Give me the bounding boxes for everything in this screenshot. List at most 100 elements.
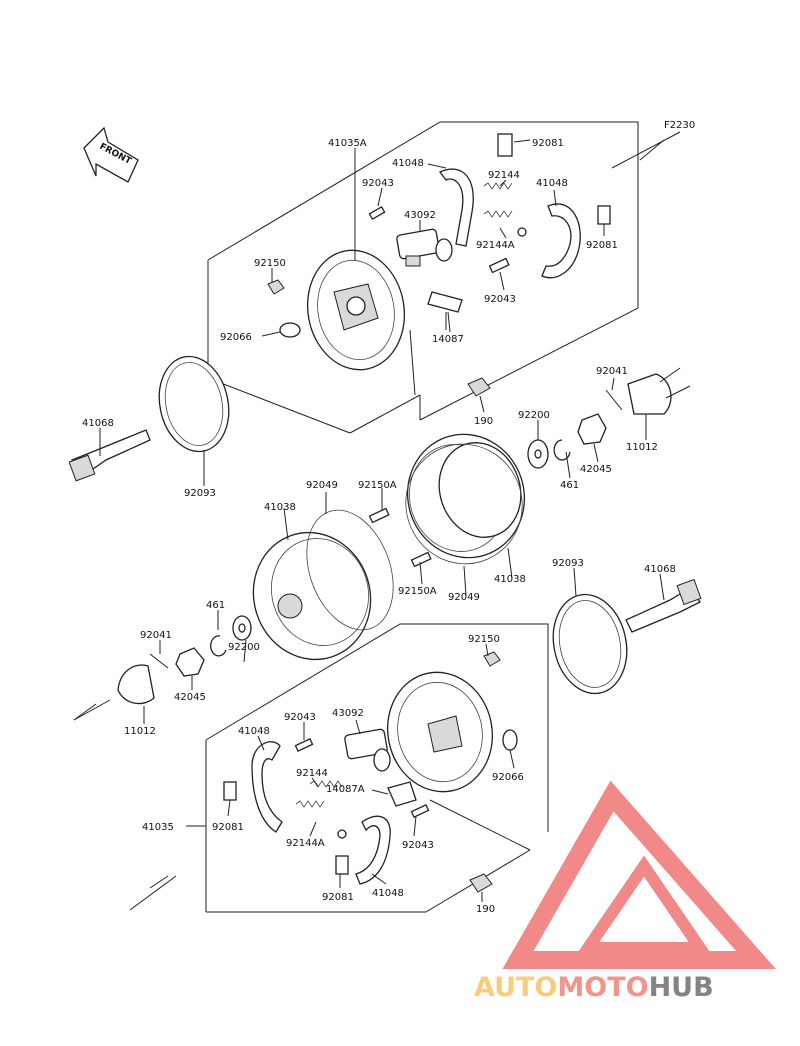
label-92043-top2: 92043	[484, 294, 516, 305]
label-41035A: 41035A	[328, 138, 367, 149]
label-92144-top: 92144	[488, 170, 520, 181]
logo-text-moto: MOTO	[557, 972, 648, 1003]
label-41048-bot: 41048	[238, 726, 270, 737]
lower-axle-41068	[625, 578, 702, 633]
bottom-clip-92081-a	[223, 781, 237, 801]
bottom-spring-92144A	[295, 800, 347, 839]
bottom-brake-panel	[386, 671, 494, 793]
label-41048-top: 41048	[392, 158, 424, 169]
logo-inner-triangle-icon	[576, 855, 712, 954]
top-assembly-frame	[207, 121, 639, 434]
top-clip-92081-b	[597, 205, 611, 225]
label-92041-left: 92041	[140, 630, 172, 641]
label-92041-top: 92041	[596, 366, 628, 377]
top-pin-92043-b	[488, 257, 510, 274]
label-41048-bot2: 41048	[372, 888, 404, 899]
bottom-nut-190	[469, 873, 493, 893]
label-92150-top: 92150	[254, 258, 286, 269]
lower-clip-461	[210, 635, 227, 657]
label-92081-top2: 92081	[586, 240, 618, 251]
watermark-logo: AUTOMOTOHUB	[474, 780, 776, 1003]
bottom-plug-92066	[502, 729, 518, 751]
logo-wordmark: AUTOMOTOHUB	[474, 972, 714, 1003]
label-43092-bot: 43092	[332, 708, 364, 719]
top-wheel-cylinder	[396, 228, 453, 267]
bottom-brake-shoe-2	[355, 815, 391, 885]
label-92049-mid: 92049	[448, 592, 480, 603]
bottom-bracket-14087A	[387, 781, 417, 807]
label-190-bot: 190	[476, 904, 495, 915]
lower-cotter-pin-92041	[149, 653, 169, 669]
bottom-bolt-92150	[483, 651, 501, 667]
top-drum-41038	[406, 433, 526, 559]
top-spring-92144A	[483, 210, 527, 237]
label-92200-top: 92200	[518, 410, 550, 421]
bottom-pin-92043-b	[410, 804, 430, 818]
figure-code: F2230	[664, 120, 695, 131]
o-ring-92049-a	[306, 509, 394, 631]
label-190-top: 190	[474, 416, 493, 427]
top-cap-arrow	[659, 367, 691, 399]
label-41038-mid: 41038	[494, 574, 526, 585]
lower-cap-11012	[117, 664, 155, 705]
label-92093-right: 92093	[552, 558, 584, 569]
top-bracket-14087	[427, 291, 463, 330]
label-92144-bot: 92144	[296, 768, 328, 779]
top-washer-92200	[527, 439, 549, 469]
label-41035-bot: 41035	[142, 822, 174, 833]
label-41068-top: 41068	[82, 418, 114, 429]
top-brake-shoe-1	[438, 168, 474, 247]
bottom-pin-92043-a	[294, 738, 314, 752]
label-41038-left: 41038	[264, 502, 296, 513]
top-pin-92043-a	[368, 206, 386, 220]
top-brake-shoe-2	[541, 203, 581, 279]
label-41048-top2: 41048	[536, 178, 568, 189]
leader-lines	[99, 139, 665, 902]
label-11012-top: 11012	[626, 442, 658, 453]
bottom-left-arrow	[129, 875, 177, 911]
part-labels: 41035A 41048 92081 92043 92144 41048 430…	[82, 138, 676, 915]
label-92049-top: 92049	[306, 480, 338, 491]
stud-92150A-b	[410, 551, 432, 568]
top-axle-41068	[68, 429, 151, 482]
top-spring-92144	[483, 182, 513, 190]
label-92066-top: 92066	[220, 332, 252, 343]
label-42045-top: 42045	[580, 464, 612, 475]
bottom-clip-92081-b	[335, 855, 349, 875]
lower-drum-41038	[252, 531, 372, 661]
label-92081-top: 92081	[532, 138, 564, 149]
label-92200-left: 92200	[228, 642, 260, 653]
top-nut-190	[467, 377, 491, 397]
bottom-brake-shoe-1	[251, 741, 283, 833]
label-92066-bot: 92066	[492, 772, 524, 783]
label-92081-bot2: 92081	[322, 892, 354, 903]
bottom-wheel-cylinder	[344, 728, 391, 772]
lower-seal-ring-92093	[552, 593, 628, 695]
lower-cap-arrow	[73, 699, 111, 721]
label-43092-top: 43092	[404, 210, 436, 221]
label-92144A-bot: 92144A	[286, 838, 325, 849]
front-direction-badge: FRONT	[83, 126, 139, 183]
figure-code-arrow	[611, 131, 681, 169]
stud-92150A-a	[368, 507, 390, 524]
logo-text-auto: AUTO	[474, 972, 557, 1003]
label-92150A-mid: 92150A	[398, 586, 437, 597]
lower-washer-92200	[232, 615, 252, 641]
label-92150A-top: 92150A	[358, 480, 397, 491]
lower-nut-42045	[175, 647, 205, 677]
top-seal-ring-92093	[158, 355, 230, 453]
label-11012-left: 11012	[124, 726, 156, 737]
top-bolt-92150	[267, 279, 285, 295]
label-14087A-bot: 14087A	[326, 784, 365, 795]
top-plug-92066	[279, 322, 301, 338]
top-clip-461	[553, 439, 571, 461]
logo-triangle-icon	[502, 780, 776, 969]
top-cotter-pin-92041	[605, 389, 623, 411]
label-42045-left: 42045	[174, 692, 206, 703]
top-brake-panel	[306, 249, 406, 371]
label-92093-top: 92093	[184, 488, 216, 499]
label-41068-right: 41068	[644, 564, 676, 575]
top-nut-42045	[577, 413, 607, 445]
